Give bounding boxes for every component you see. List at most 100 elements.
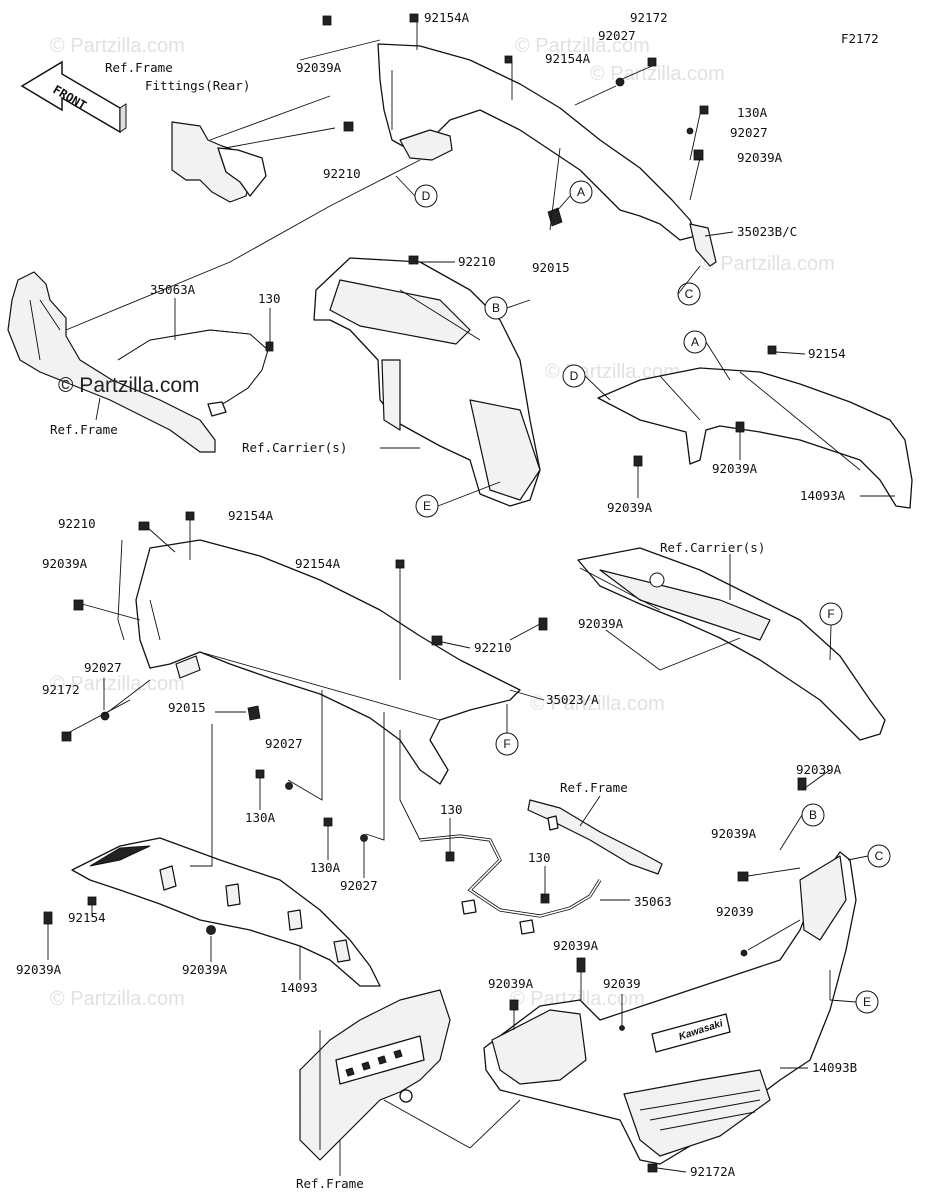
- label-92039a-right: 92039A: [737, 150, 783, 165]
- label-92027-mid3: 92027: [340, 878, 378, 893]
- label-92039a-bumper4: 92039A: [488, 976, 534, 991]
- watermark: © Partzilla.com: [50, 673, 185, 695]
- bolt-92039a-lower2: [206, 925, 216, 935]
- svg-text:D: D: [422, 189, 431, 203]
- ref-frame-fittings-line1: Ref.Frame: [105, 60, 173, 75]
- svg-text:A: A: [577, 185, 585, 199]
- watermark: © Partzilla.com: [50, 988, 185, 1010]
- callout-c-2: C: [867, 844, 891, 868]
- label-130: 130: [258, 291, 281, 306]
- label-130-lower2: 130: [528, 850, 551, 865]
- svg-text:C: C: [685, 287, 694, 301]
- label-130a-mid: 130A: [245, 810, 276, 825]
- label-92039a-bumper3: 92039A: [553, 938, 599, 953]
- label-92210-mid2: 92210: [474, 640, 512, 655]
- callout-c-1: C: [677, 282, 701, 306]
- label-130a-top: 130A: [737, 105, 768, 120]
- label-92154a-2: 92154A: [545, 51, 591, 66]
- callout-a-1: A: [569, 180, 593, 204]
- frame-bottom: [299, 989, 451, 1161]
- svg-text:C: C: [875, 849, 884, 863]
- bolt-92039a-right: [693, 149, 704, 161]
- label-92154a: 92154A: [424, 10, 470, 25]
- watermark: © Partzilla.com: [700, 253, 835, 275]
- svg-text:B: B: [492, 301, 500, 315]
- nut-92210: [343, 121, 354, 132]
- carrier-lower: [577, 547, 886, 741]
- watermark: © Partzilla.com: [510, 988, 645, 1010]
- bumper-14093b: Kawasaki: [483, 851, 857, 1165]
- bolt-130a: [699, 105, 709, 115]
- bolt-92039a-mid: [73, 599, 84, 611]
- label-92039a-mid2: 92039A: [578, 616, 624, 631]
- label-92210-top: 92210: [323, 166, 361, 181]
- label-92172a: 92172A: [690, 1164, 736, 1179]
- bolt-92154a-2: [504, 55, 513, 64]
- watermark: © Partzilla.com: [50, 35, 185, 57]
- ref-frame-mid: Ref.Frame: [560, 780, 628, 795]
- label-92039a-bumper1: 92039A: [796, 762, 842, 777]
- label-92154-top: 92154: [808, 346, 846, 361]
- nut-92210-mid2: [431, 635, 443, 646]
- clip-92015-mid: [247, 705, 261, 721]
- label-92210-mid: 92210: [58, 516, 96, 531]
- bolt-130a-mid: [255, 769, 265, 779]
- callout-e-1: E: [415, 494, 439, 518]
- bolt-92039a-bumper2: [737, 871, 749, 882]
- label-14093a: 14093A: [800, 488, 846, 503]
- ref-frame-fittings-line2: Fittings(Rear): [145, 78, 250, 93]
- svg-text:E: E: [423, 499, 431, 513]
- callout-a-2: A: [683, 330, 707, 354]
- ref-frame-left: Ref.Frame: [50, 422, 118, 437]
- bolt-92154a: [409, 13, 419, 23]
- bolt-92154a-mid: [185, 511, 195, 521]
- bolt-130a-mid2: [323, 817, 333, 827]
- ref-carriers-lower: Ref.Carrier(s): [660, 540, 765, 555]
- bolt-92172: [647, 57, 657, 67]
- washer-92027: [615, 77, 625, 87]
- label-130-lower: 130: [440, 802, 463, 817]
- bolt-92172a: [647, 1163, 658, 1173]
- carrier-upper: [313, 257, 541, 507]
- label-92027: 92027: [598, 28, 636, 43]
- callout-f-2: F: [495, 732, 519, 756]
- label-35023bc: 35023B/C: [737, 224, 797, 239]
- bolt-92172-mid: [61, 731, 72, 742]
- label-14093: 14093: [280, 980, 318, 995]
- frame-mid: [527, 799, 663, 875]
- washer-92027-mid3: [360, 834, 368, 842]
- bolt-92039a-bumper3: [576, 957, 586, 973]
- label-35063: 35063: [634, 894, 672, 909]
- bolt-130-lower2: [540, 893, 550, 904]
- nut-92210-carrier: [408, 255, 419, 265]
- main-watermark: © Partzilla.com: [58, 374, 200, 397]
- label-92015-mid: 92015: [168, 700, 206, 715]
- label-92172: 92172: [630, 10, 668, 25]
- label-92154a-mid: 92154A: [228, 508, 274, 523]
- callout-d-1: D: [414, 184, 438, 208]
- bolt-92039-bumper: [740, 949, 748, 957]
- bolt-92039a-fender2: [633, 455, 643, 467]
- fender-14093a: [597, 367, 913, 509]
- label-92172-mid: 92172: [42, 682, 80, 697]
- callout-e-2: E: [855, 990, 879, 1014]
- callout-b-2: B: [801, 803, 825, 827]
- watermark: © Partzilla.com: [530, 693, 665, 715]
- callout-b-1: B: [484, 296, 508, 320]
- svg-text:E: E: [863, 995, 871, 1009]
- label-14093b: 14093B: [812, 1060, 857, 1075]
- side-cover-35023a: [135, 539, 521, 785]
- bolt-92154a-mid2: [395, 559, 405, 569]
- label-92039a-mid: 92039A: [42, 556, 88, 571]
- bolt-92039-bumper2: [619, 1025, 625, 1031]
- ref-carriers-upper: Ref.Carrier(s): [242, 440, 347, 455]
- label-92039-bumper2: 92039: [603, 976, 641, 991]
- bolt-92154: [767, 345, 777, 355]
- label-130a-mid2: 130A: [310, 860, 341, 875]
- bolt-92039a-lower: [43, 911, 53, 925]
- watermark: © Partzilla.com: [515, 35, 650, 57]
- frame-fittings-rear: [171, 95, 336, 203]
- label-92039a-top: 92039A: [296, 60, 342, 75]
- label-92039a-fender1: 92039A: [712, 461, 758, 476]
